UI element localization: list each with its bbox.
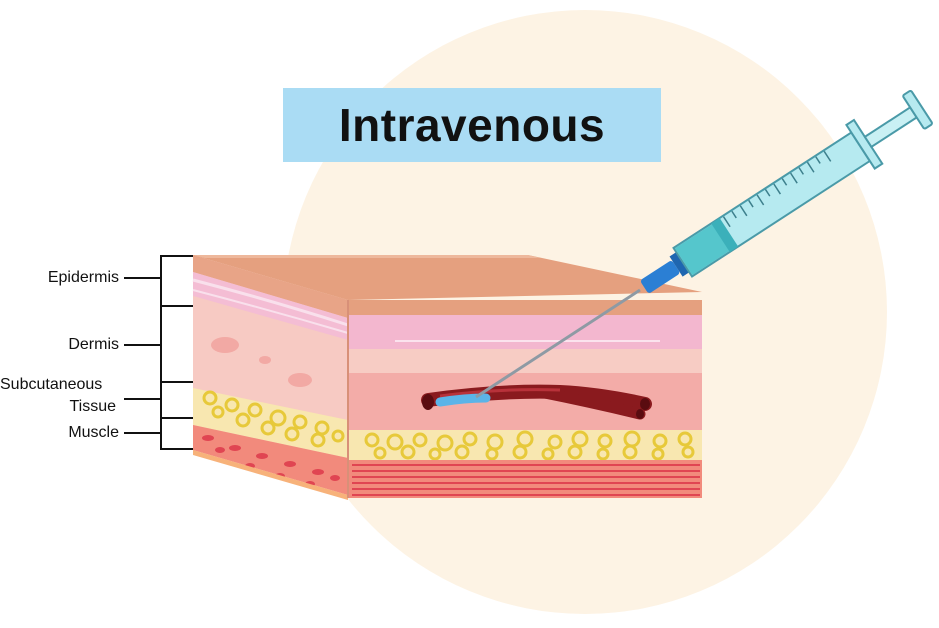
label-tissue: Tissue — [69, 398, 116, 415]
muscle-layer — [348, 460, 702, 498]
label-muscle: Muscle — [68, 424, 119, 441]
page-title: Intravenous — [338, 99, 606, 151]
label-epidermis: Epidermis — [47, 269, 119, 286]
skin-cross-section — [192, 255, 702, 500]
layer-bracket — [124, 255, 193, 450]
dermis-layer — [348, 349, 702, 373]
needle-hub — [640, 261, 680, 293]
label-subcutaneous: Subcutaneous — [0, 376, 103, 393]
skin-top-surface — [193, 255, 702, 300]
syringe-plunger — [863, 106, 919, 149]
title-box: Intravenous — [283, 88, 661, 162]
syringe-scale — [722, 150, 832, 228]
vein — [421, 384, 652, 420]
epidermis-layer — [348, 315, 702, 349]
label-dermis: Dermis — [68, 336, 119, 353]
needle — [475, 288, 641, 399]
injected-fluid — [435, 393, 491, 407]
skin-side-face — [192, 255, 349, 500]
fat-cells — [364, 430, 695, 461]
syringe — [475, 89, 933, 399]
